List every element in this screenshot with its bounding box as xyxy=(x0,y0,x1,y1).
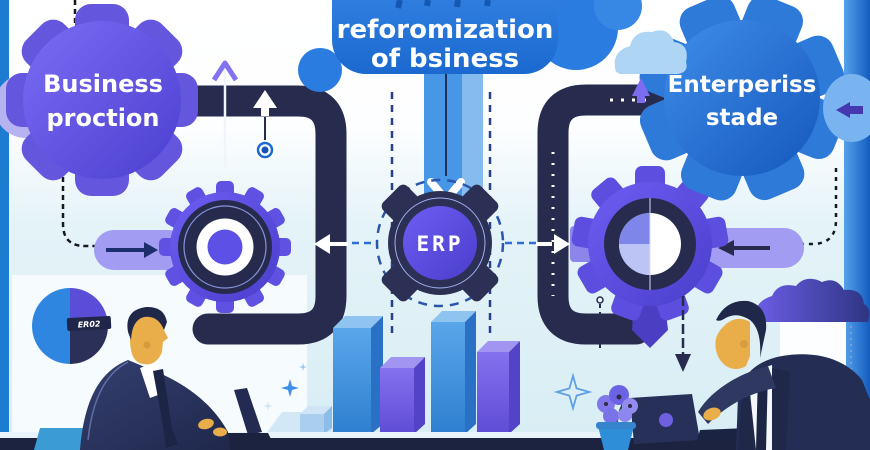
bar-3 xyxy=(380,357,425,434)
bar-1 xyxy=(300,406,332,434)
left-gear-badge: Business proction xyxy=(6,4,198,196)
bar-2 xyxy=(333,316,383,434)
ear xyxy=(143,341,151,349)
right-arrow-icon xyxy=(144,242,158,258)
erp-label: ERP xyxy=(417,232,464,256)
cloud-icon xyxy=(614,30,687,103)
up-chevron-icon xyxy=(211,60,239,82)
hair xyxy=(127,306,167,340)
frame-left-strip xyxy=(0,0,9,450)
hand xyxy=(198,418,214,430)
flower-vase xyxy=(596,385,638,450)
purple-cloud-icon xyxy=(755,278,870,322)
tie xyxy=(153,369,178,448)
left-pipe xyxy=(162,60,348,345)
right-gear xyxy=(570,166,730,323)
down-arrow-icon xyxy=(675,354,691,372)
chair xyxy=(34,428,86,450)
target-marker-icon xyxy=(255,140,275,160)
hair xyxy=(716,300,767,358)
right-businessman xyxy=(698,300,870,450)
up-arrow-icon xyxy=(253,90,277,116)
bar-4 xyxy=(431,311,476,434)
bubble-title-line2: of bsiness xyxy=(371,44,519,74)
right-pipe xyxy=(536,84,676,345)
cursor-cloud xyxy=(823,74,870,142)
hand xyxy=(213,427,227,437)
left-gear xyxy=(159,181,291,313)
left-businessman xyxy=(80,306,230,450)
face xyxy=(715,318,750,369)
up-arrow-icon xyxy=(632,78,650,103)
laptop-logo xyxy=(659,413,673,427)
ear xyxy=(740,340,748,348)
bar-chart xyxy=(266,311,520,434)
right-badge-line2: stade xyxy=(706,105,778,131)
bar-5 xyxy=(477,341,520,434)
left-arrow-icon xyxy=(314,234,330,254)
left-badge-line2: proction xyxy=(46,104,159,132)
face xyxy=(130,315,168,365)
suit-body xyxy=(80,360,230,450)
right-badge-line1: Enterperiss xyxy=(668,72,817,98)
left-arrow-icon xyxy=(718,240,734,256)
desk-surface xyxy=(0,432,870,438)
pot xyxy=(598,426,634,450)
pie-chart-label: ER02 xyxy=(77,319,101,329)
lapel xyxy=(772,368,790,450)
left-badge-line1: Business xyxy=(43,70,163,98)
hand xyxy=(703,407,721,421)
down-arrow xyxy=(675,296,691,372)
bubble-title-line1: reforomization xyxy=(337,15,554,45)
cursor-arrow-icon xyxy=(836,102,863,118)
pie-chart: ER02 xyxy=(32,288,112,364)
right-arrow-icon xyxy=(554,234,570,254)
speech-bubble: reforomization of bsiness xyxy=(298,0,642,92)
center-erp-gear: ERP xyxy=(375,178,505,308)
right-gear-badge: Enterperiss stade xyxy=(634,0,850,206)
